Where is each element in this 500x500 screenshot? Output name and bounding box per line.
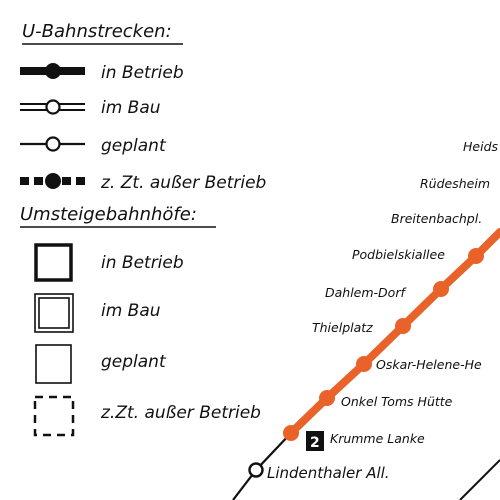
station-dot [283, 425, 299, 441]
legend-interchange-label: z.Zt. außer Betrieb [100, 403, 261, 423]
legend-interchange-geplant: geplant [35, 344, 167, 384]
station-labels: Heids Rüdesheim Breitenbachpl. Podbielsk… [267, 139, 498, 482]
route-line-2: 2 [232, 228, 500, 500]
legend-interchange-ausser-betrieb: z.Zt. außer Betrieb [33, 395, 261, 437]
legend-lines-heading: U-Bahnstrecken: [22, 21, 172, 42]
interchange-symbol-dashed [33, 395, 75, 437]
station-dot [319, 390, 335, 406]
legend-line-im-bau: im Bau [20, 98, 161, 118]
station-dot [433, 281, 449, 297]
line-number-badge [306, 431, 324, 451]
legend-line-geplant: geplant [20, 136, 167, 156]
station-label: Heids [463, 139, 498, 154]
station-dot-planned [248, 462, 264, 478]
legend: U-Bahnstrecken: in Betrieb im Bau geplan… [20, 21, 266, 437]
station-dot [356, 356, 372, 372]
station-label: Breitenbachpl. [391, 211, 482, 226]
station-label: Lindenthaler All. [267, 464, 390, 482]
legend-line-label: im Bau [101, 98, 161, 118]
station-symbol-hollow [45, 136, 61, 152]
station-label: Dahlem-Dorf [325, 285, 406, 300]
legend-line-label: z. Zt. außer Betrieb [100, 173, 266, 193]
interchange-symbol-double-outer [34, 293, 74, 333]
legend-interchange-im-bau: im Bau [34, 293, 161, 333]
legend-line-in-betrieb: in Betrieb [20, 63, 184, 83]
route-segment-thin-right [459, 459, 500, 500]
station-dot [468, 248, 484, 264]
station-label: Rüdesheim [420, 176, 490, 191]
station-label: Krumme Lanke [330, 431, 425, 446]
station-symbol-filled [45, 173, 61, 189]
station-label: Podbielskiallee [352, 247, 445, 262]
station-dot [395, 318, 411, 334]
legend-line-label: in Betrieb [101, 63, 184, 83]
station-symbol-hollow [45, 99, 61, 115]
legend-interchange-label: geplant [101, 352, 167, 372]
legend-interchange-label: in Betrieb [101, 253, 184, 273]
interchange-symbol-thin [35, 344, 72, 384]
legend-interchange-heading: Umsteigebahnhöfe: [20, 204, 197, 225]
legend-line-label: geplant [101, 136, 167, 156]
legend-interchange-label: im Bau [101, 301, 161, 321]
station-label: Onkel Toms Hütte [341, 394, 453, 409]
legend-interchange-in-betrieb: in Betrieb [34, 243, 184, 282]
legend-line-ausser-betrieb: z. Zt. außer Betrieb [20, 173, 266, 193]
station-label: Oskar-Helene-He [376, 357, 482, 372]
line-number: 2 [310, 435, 320, 451]
station-label: Thielplatz [312, 320, 373, 335]
interchange-symbol-double-inner [38, 297, 70, 329]
interchange-symbol-thick [34, 243, 73, 282]
station-symbol-filled [45, 63, 61, 79]
